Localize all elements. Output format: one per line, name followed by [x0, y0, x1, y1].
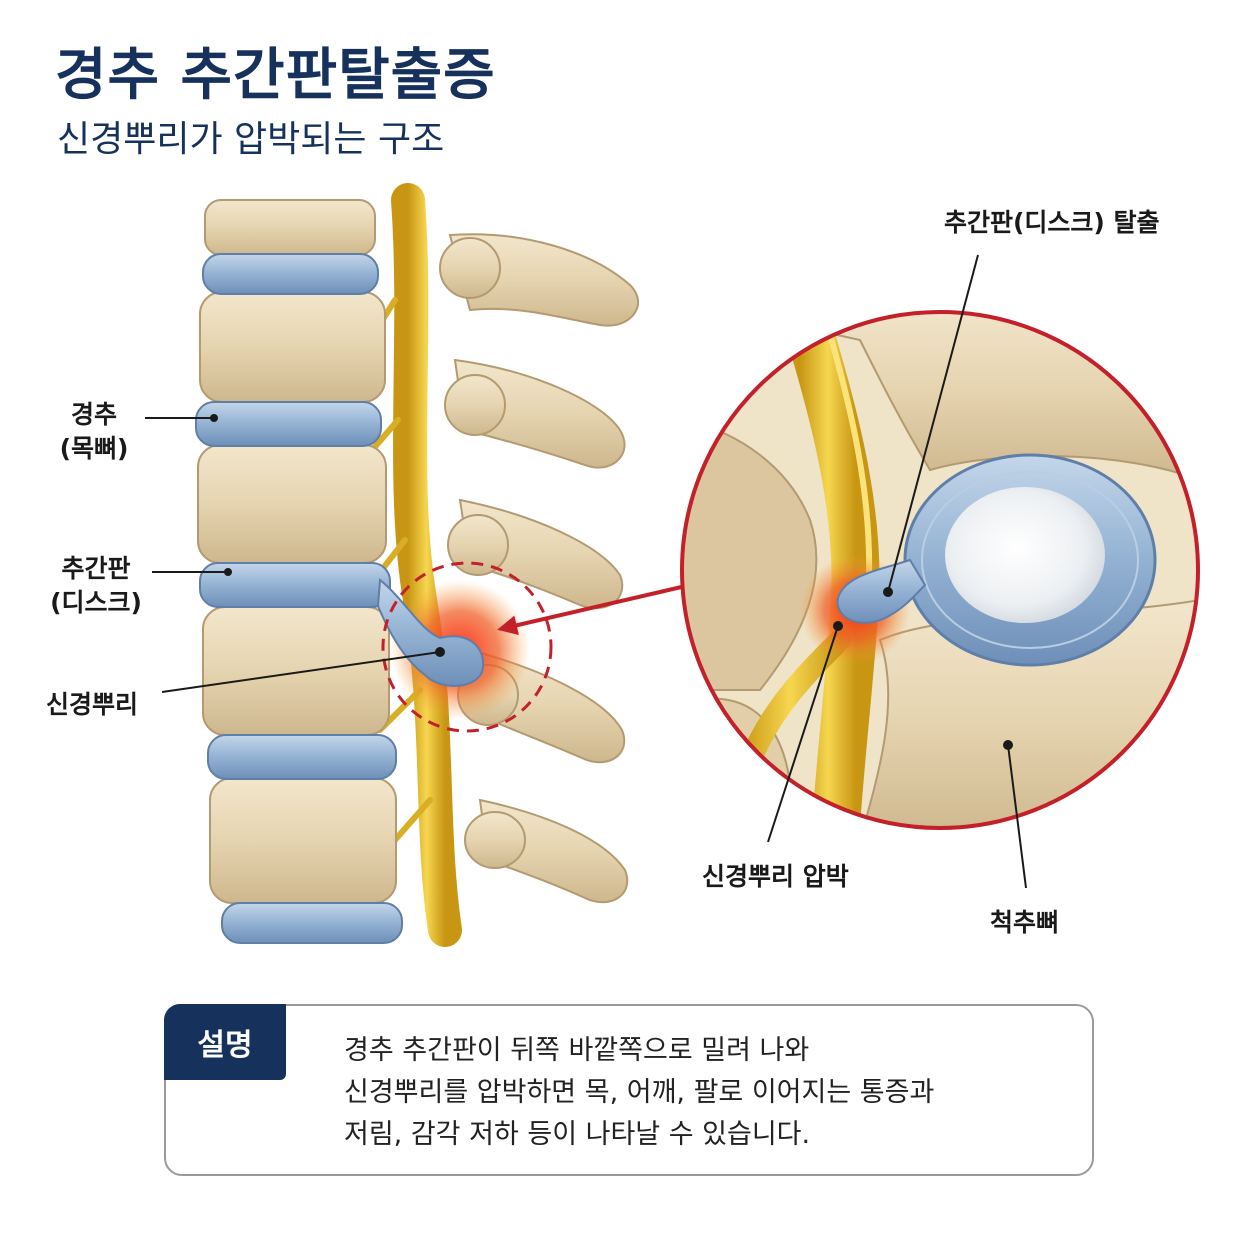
focus-circle — [381, 561, 553, 733]
label-nerve-root: 신경뿌리 — [46, 690, 139, 719]
herniated-disc-bulge — [376, 578, 485, 687]
label-disc-line1: 추간판 — [61, 554, 131, 583]
page-title: 경추 추간판탈출증 — [55, 43, 496, 108]
label-disc: 추간판 (디스크) — [42, 552, 150, 620]
spine-side-view — [195, 183, 640, 947]
leader-lines — [145, 254, 1027, 889]
explanation-line-2: 신경뿌리를 압박하면 목, 어깨, 팔로 이어지는 통증과 — [344, 1077, 935, 1108]
explanation-text: 경추 추간판이 뒤쪽 바깥쪽으로 밀려 나와 신경뿌리를 압박하면 목, 어깨,… — [344, 1030, 934, 1156]
explanation-line-3: 저림, 감각 저하 등이 나타날 수 있습니다. — [344, 1119, 811, 1150]
intervertebral-discs — [195, 253, 403, 944]
explanation-line-1: 경추 추간판이 뒤쪽 바깥쪽으로 밀려 나와 — [344, 1035, 810, 1066]
page-subtitle: 신경뿌리가 압박되는 구조 — [57, 119, 445, 160]
zoom-arrow — [497, 583, 691, 636]
label-disc-line2: (디스크) — [50, 588, 142, 617]
magnified-view — [680, 310, 1200, 830]
label-herniation: 추간판(디스크) 탈출 — [944, 208, 1160, 237]
disc-nucleus — [945, 487, 1105, 623]
label-cervical-line1: 경추 — [70, 400, 117, 429]
explanation-tag: 설명 — [164, 1004, 286, 1080]
posterior-processes — [439, 233, 640, 904]
label-nerve-compression: 신경뿌리 압박 — [702, 862, 849, 891]
label-vertebra: 척추뼈 — [990, 908, 1060, 937]
disc-protrusion — [836, 558, 927, 624]
label-cervical-line2: (목뼈) — [59, 434, 129, 463]
explanation-box: 설명 경추 추간판이 뒤쪽 바깥쪽으로 밀려 나와 신경뿌리를 압박하면 목, … — [164, 1004, 1094, 1176]
vertebral-bodies — [197, 199, 397, 904]
label-cervical: 경추 (목뼈) — [52, 398, 136, 466]
